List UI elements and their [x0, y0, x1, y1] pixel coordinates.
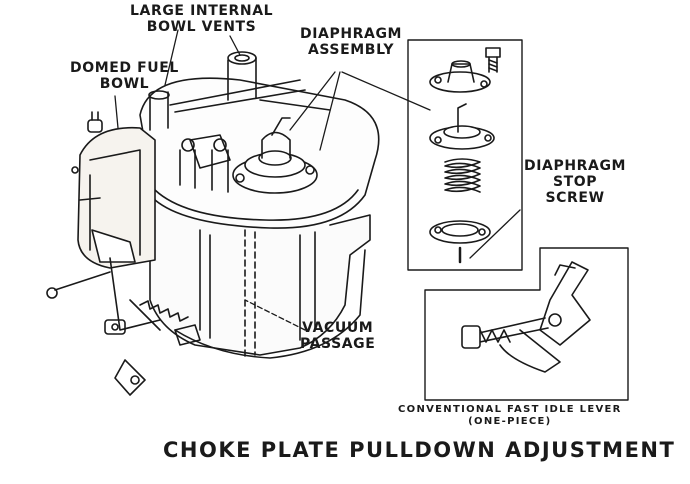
diaphragm-housing: [232, 117, 318, 194]
diaphragm-inset: [407, 39, 523, 271]
carburetor-body: [149, 194, 371, 361]
fast-idle-lever-caption: CONVENTIONAL FAST IDLE LEVER (ONE-PIECE): [398, 404, 622, 427]
throttle-spring: [139, 300, 189, 322]
throttle-linkage: [46, 229, 201, 396]
leader-lines: [114, 29, 521, 331]
diaphragm-spring: [444, 158, 481, 193]
fast-idle-lever-inset: [424, 247, 629, 401]
air-horn-deck: [139, 51, 380, 229]
diagram-title: CHOKE PLATE PULLDOWN ADJUSTMENT: [163, 438, 676, 462]
